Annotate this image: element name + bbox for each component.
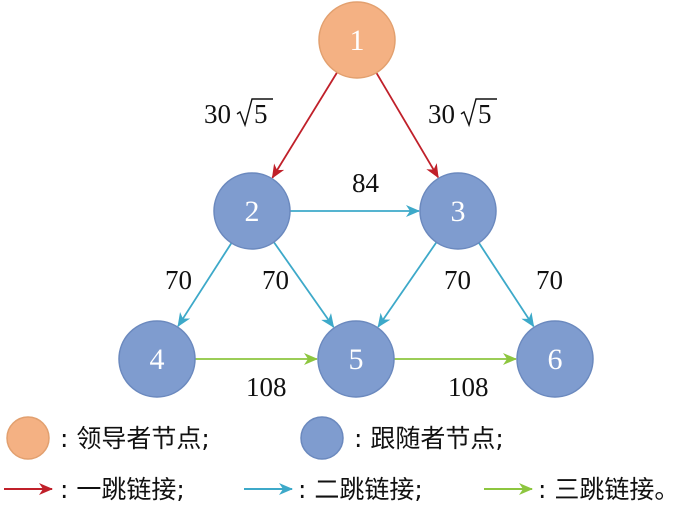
legend-leader-label: : 领导者节点; [60, 424, 210, 453]
node-1: 1 [318, 1, 396, 79]
node-circle-3 [419, 172, 497, 250]
sqrt-radicand-1-2: 5 [254, 99, 268, 129]
node-label-1: 1 [350, 24, 365, 57]
legend-three-hop-label: : 三跳链接。 [538, 475, 679, 504]
edge-label-1-3: 30 [428, 99, 455, 129]
edge-label-2-3: 84 [352, 168, 380, 198]
node-label-6: 6 [548, 343, 563, 376]
edge-2-5 [273, 241, 335, 328]
edge-label-sqrt-1-2: 5 [236, 98, 273, 129]
legend: : 领导者节点; : 跟随者节点; : 一跳链接; : 二跳链接; : 三跳链接… [4, 416, 679, 504]
node-label-4: 4 [150, 343, 165, 376]
legend-two-hop-label: : 二跳链接; [298, 475, 423, 504]
node-4: 4 [118, 320, 196, 398]
node-circle-2 [213, 172, 291, 250]
node-3: 3 [419, 172, 497, 250]
legend-two-hop: : 二跳链接; [244, 475, 423, 504]
nodes-layer: 1 2 3 4 5 6 [118, 1, 594, 398]
edges-layer: 30 5 30 5 84 70 70 70 70 108 108 [165, 71, 563, 402]
edge-label-4-5: 108 [246, 372, 287, 402]
edge-label-2-4: 70 [165, 265, 192, 295]
edge-3-6 [478, 242, 535, 328]
edge-label-1-2: 30 [204, 99, 231, 129]
legend-follower: : 跟随者节点; [300, 416, 504, 460]
edge-label-sqrt-1-3: 5 [460, 98, 497, 129]
edge-label-5-6: 108 [448, 372, 489, 402]
edge-label-3-5: 70 [444, 265, 471, 295]
edge-label-3-6: 70 [536, 265, 563, 295]
legend-leader: : 领导者节点; [6, 416, 210, 460]
node-label-3: 3 [451, 195, 466, 228]
sqrt-symbol-1-3 [460, 98, 497, 128]
edge-3-5 [377, 241, 438, 328]
node-circle-6 [516, 320, 594, 398]
legend-three-hop: : 三跳链接。 [484, 475, 679, 504]
node-circle-4 [118, 320, 196, 398]
node-2: 2 [213, 172, 291, 250]
node-label-5: 5 [349, 343, 364, 376]
edge-2-4 [177, 242, 233, 328]
sqrt-symbol-1-2 [236, 98, 273, 128]
node-6: 6 [516, 320, 594, 398]
node-5: 5 [317, 320, 395, 398]
node-circle-1 [318, 1, 396, 79]
sqrt-radicand-1-3: 5 [478, 99, 492, 129]
legend-follower-label: : 跟随者节点; [354, 424, 504, 453]
node-circle-5 [317, 320, 395, 398]
legend-follower-swatch [300, 416, 344, 460]
legend-one-hop: : 一跳链接; [4, 475, 185, 504]
legend-leader-swatch [6, 416, 50, 460]
legend-one-hop-label: : 一跳链接; [60, 475, 185, 504]
edge-label-2-5: 70 [262, 265, 289, 295]
edge-1-2 [271, 71, 338, 179]
edge-1-3 [375, 72, 439, 179]
node-label-2: 2 [245, 195, 260, 228]
